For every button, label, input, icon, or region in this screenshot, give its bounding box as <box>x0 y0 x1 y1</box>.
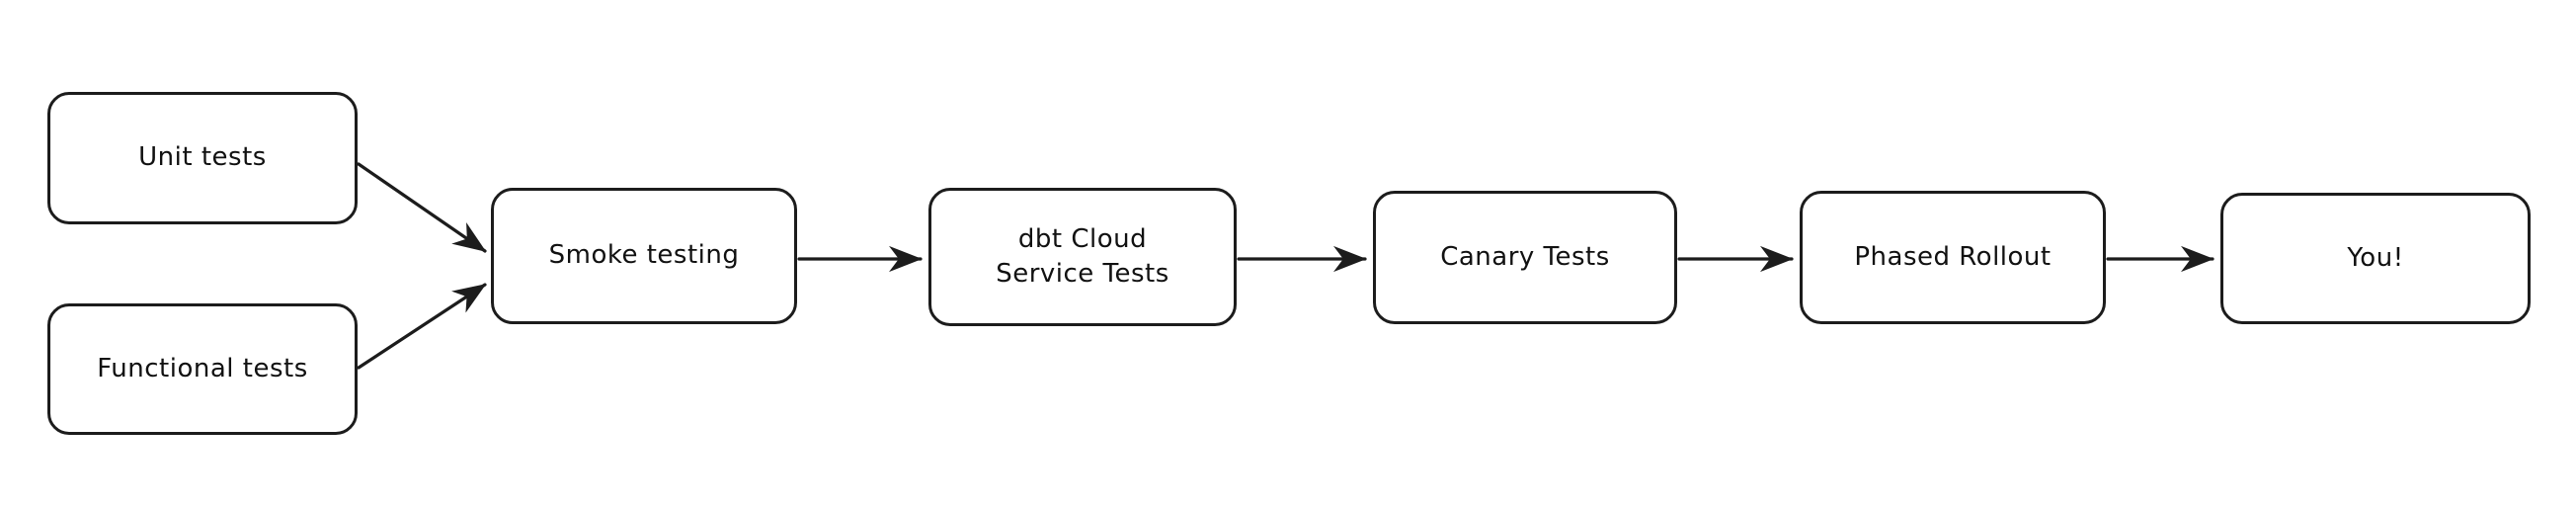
node-label-you: You! <box>2347 242 2404 273</box>
node-label-phased-rollout: Phased Rollout <box>1854 241 2052 272</box>
node-label-unit-tests: Unit tests <box>138 142 267 173</box>
node-phased-rollout[interactable]: Phased Rollout <box>1800 191 2106 324</box>
node-label-canary-tests: Canary Tests <box>1440 241 1610 272</box>
node-unit-tests[interactable]: Unit tests <box>47 92 358 224</box>
edge-unit-to-smoke <box>357 162 487 253</box>
edge-functional-to-smoke <box>357 283 487 370</box>
node-smoke-testing[interactable]: Smoke testing <box>491 188 797 324</box>
node-label-functional-tests: Functional tests <box>97 353 308 383</box>
node-canary-tests[interactable]: Canary Tests <box>1373 191 1677 324</box>
node-label-dbt-cloud-service-tests: dbt Cloud Service Tests <box>996 223 1169 289</box>
node-you[interactable]: You! <box>2220 193 2531 324</box>
node-functional-tests[interactable]: Functional tests <box>47 303 358 435</box>
node-label-smoke-testing: Smoke testing <box>548 240 740 271</box>
node-dbt-cloud-service-tests[interactable]: dbt Cloud Service Tests <box>928 188 1237 326</box>
